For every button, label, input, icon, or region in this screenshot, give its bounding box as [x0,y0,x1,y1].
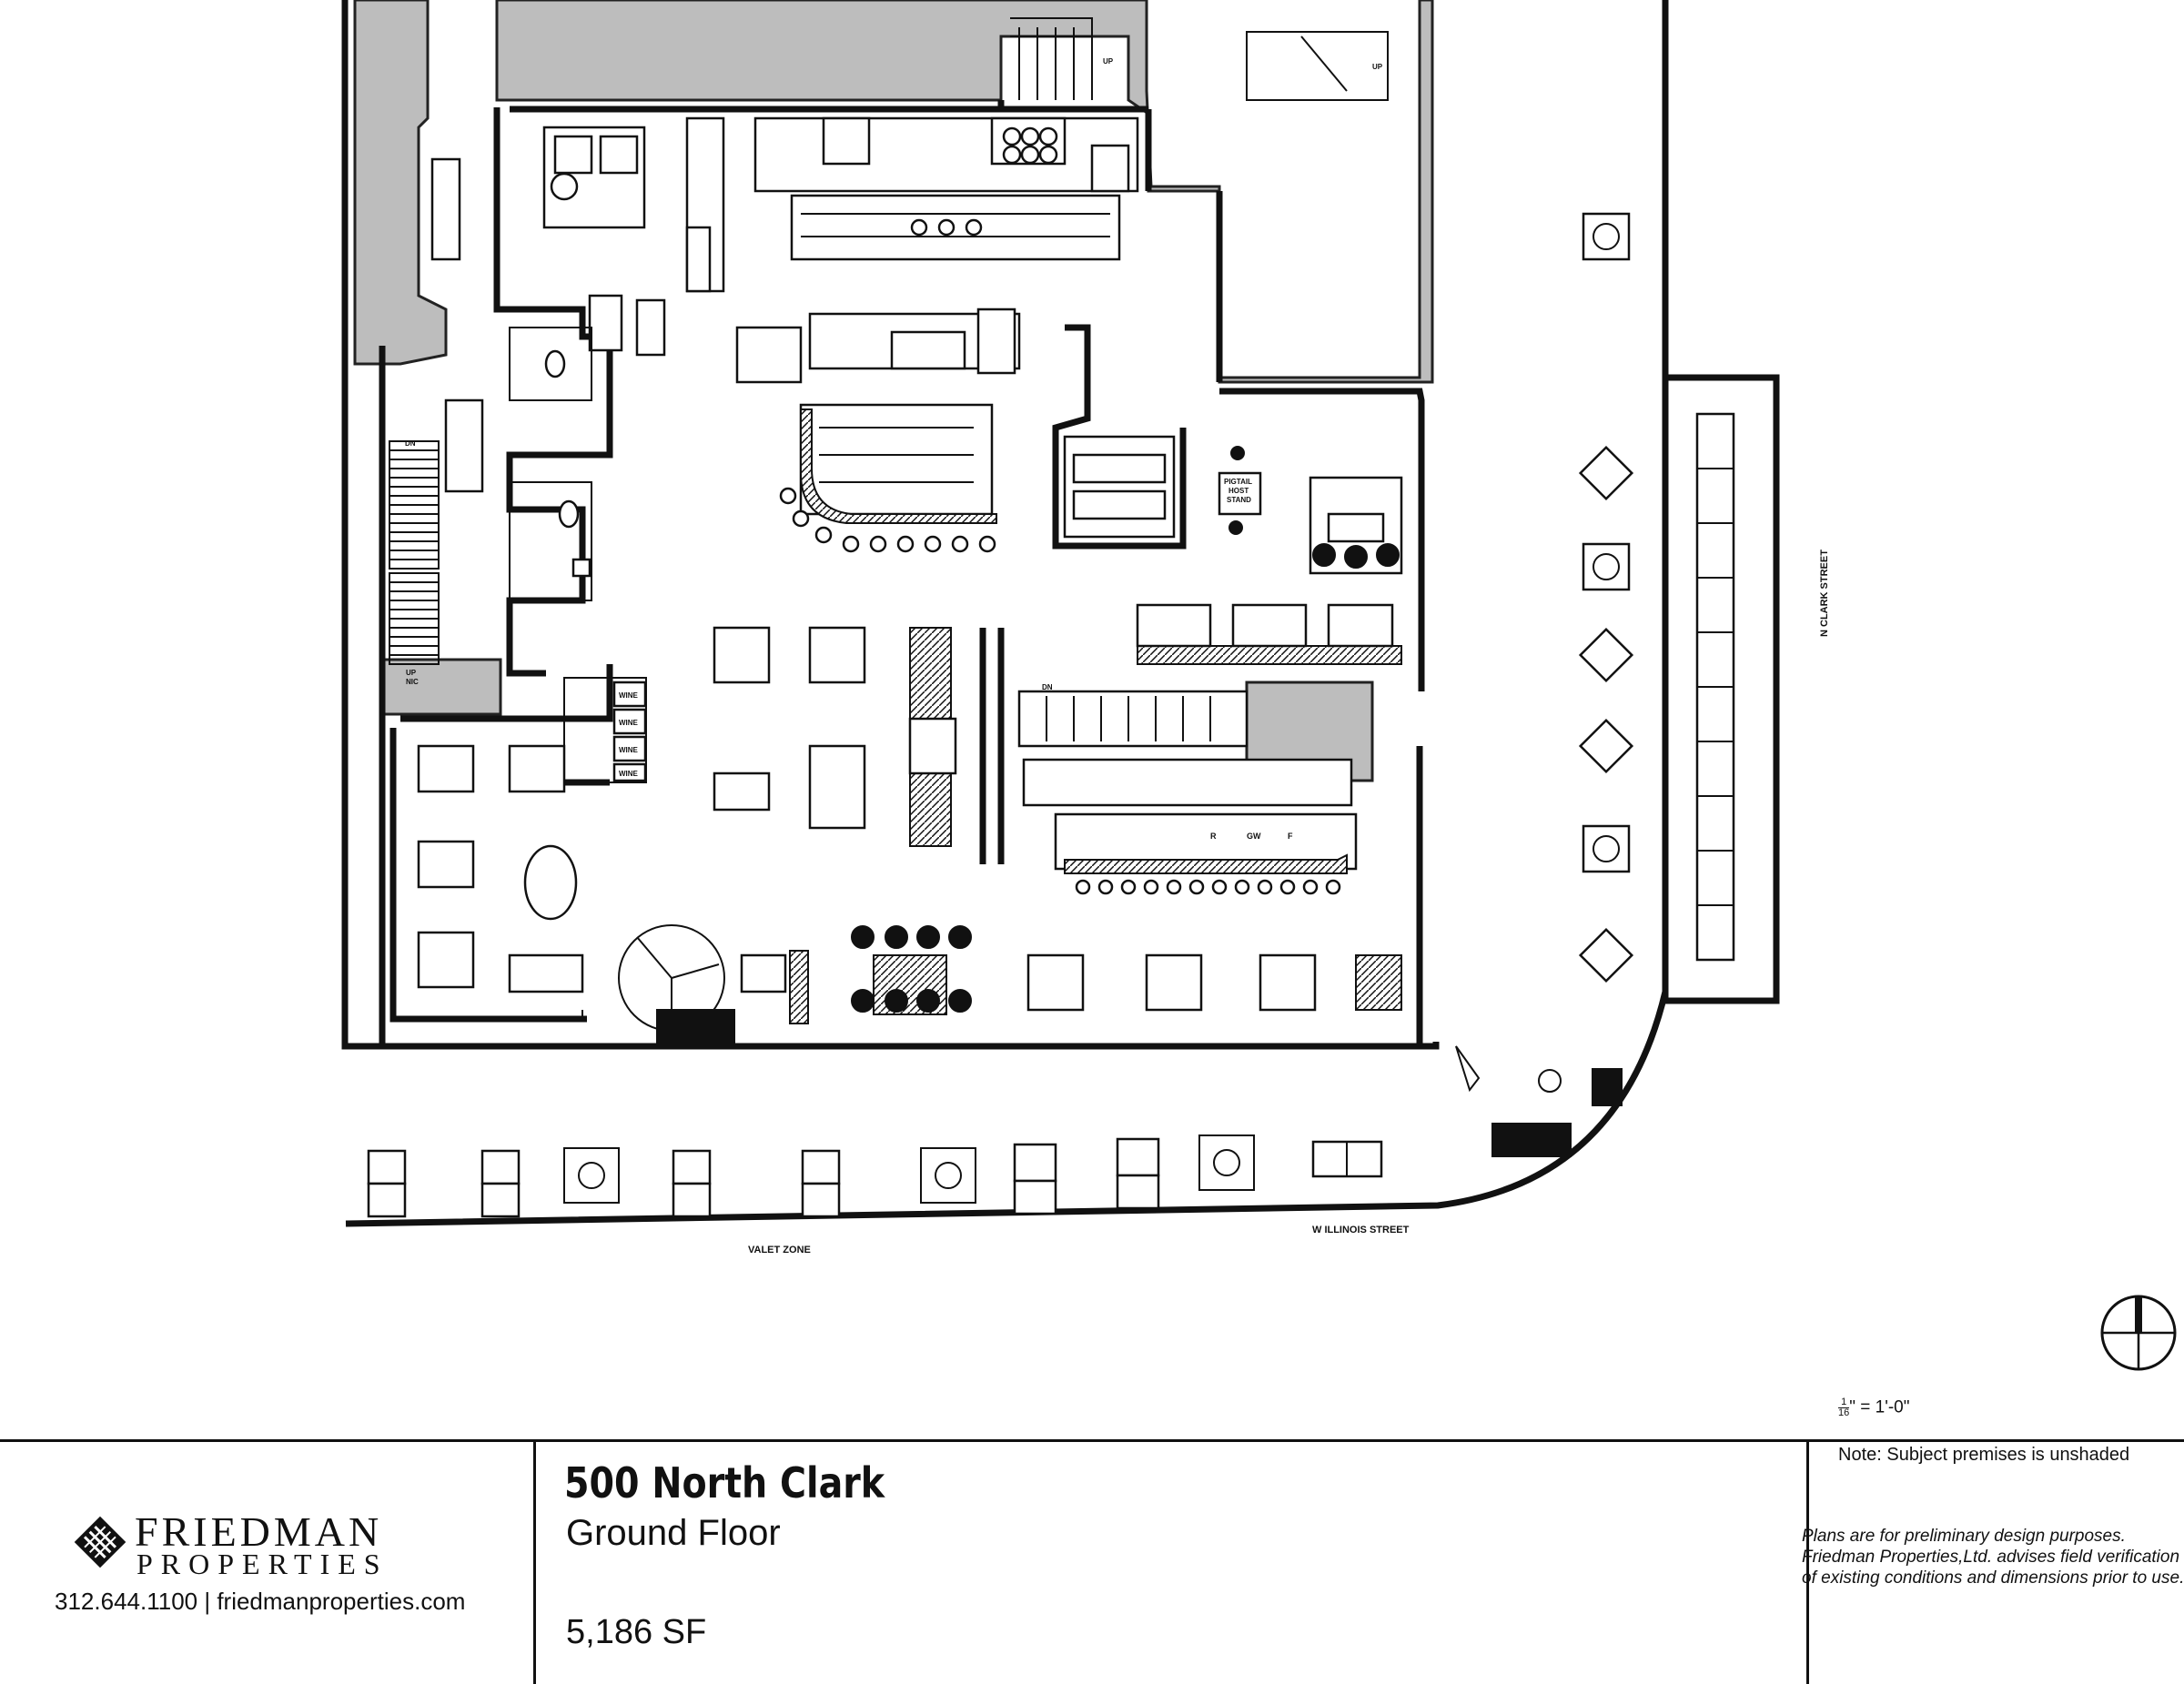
title-block: FRIEDMAN PROPERTIES 312.644.1100 | fried… [0,1439,2184,1684]
right-stair-dn-label: DN [1042,683,1053,691]
floor-plan-drawing: DN UP NIC UP UP [341,0,2177,1371]
scale-text: " = 1'-0" [1849,1397,1910,1417]
stair-nic-label: NIC [406,678,419,686]
valet-zone-label: VALET ZONE [748,1245,811,1255]
friedman-logo-icon [74,1516,126,1568]
stair-dn-label: DN [405,439,416,448]
restrooms [509,327,592,601]
kitchen-mark-r: R [1210,832,1217,841]
area-sf: 5,186 SF [566,1613,707,1651]
title-divider-2 [1806,1442,1809,1684]
wine-label-4: WINE [619,770,639,778]
premises-note: Note: Subject premises is unshaded [1838,1445,2130,1465]
stairs-top: UP UP [1010,17,1389,101]
host-stand-label-1: PIGTAIL [1224,478,1252,486]
walls [341,0,1669,1227]
contact-info: 312.644.1100 | friedmanproperties.com [55,1588,466,1615]
host-stand: PIGTAIL HOST STAND [1218,446,1262,535]
main-bar [779,408,997,553]
wine-label-3: WINE [619,746,639,754]
top-stair-up-label: UP [1103,57,1114,66]
n-clark-street-label: N CLARK STREET [1819,550,1830,637]
title-divider-1 [533,1442,536,1684]
revolving-door [618,924,809,1045]
top-stair-up-label-2: UP [1372,63,1383,71]
lounge-seating [1309,476,1403,575]
wine-label-1: WINE [619,691,639,700]
clark-patio [1578,212,1780,1004]
interior-dining [389,626,1402,1023]
wine-label-2: WINE [619,719,639,727]
host-stand-label-2: HOST [1228,487,1249,495]
wine-room: WINE WINE WINE WINE [563,677,647,783]
w-illinois-street-label: W ILLINOIS STREET [1312,1225,1410,1235]
kitchen-mark-f: F [1288,832,1293,841]
project-name: 500 North Clark [564,1458,885,1508]
central-core [1052,324,1187,550]
brand-subtitle: PROPERTIES [136,1548,389,1580]
stair-up-label: UP [406,669,417,677]
second-bar: DN R GW F [909,603,1402,895]
north-arrow-icon [2100,1295,2177,1371]
kitchen-equipment [430,116,1139,516]
illinois-patio [367,1045,1623,1218]
stairs-left: DN UP NIC [389,439,440,686]
floor-name: Ground Floor [566,1513,781,1553]
disclaimer: Plans are for preliminary design purpose… [1802,1527,2184,1588]
brand-name: FRIEDMAN [135,1508,383,1555]
host-stand-label-3: STAND [1227,496,1251,504]
kitchen-mark-gw: GW [1247,832,1261,841]
